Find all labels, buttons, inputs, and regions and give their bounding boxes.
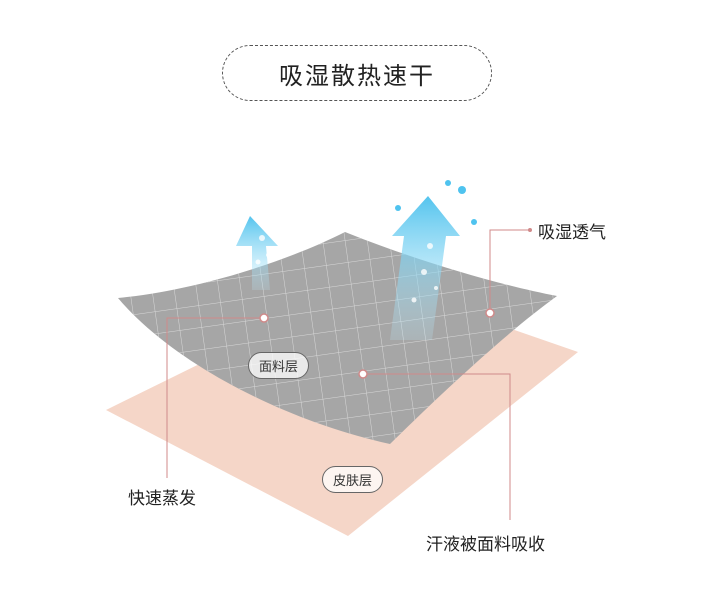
skin-layer-tag: 皮肤层: [322, 466, 383, 493]
fabric-layer-tag: 面料层: [248, 352, 309, 379]
label-absorb: 汗液被面料吸收: [426, 530, 545, 555]
label-breathable: 吸湿透气: [538, 218, 606, 243]
label-fast-dry: 快速蒸发: [128, 484, 196, 509]
